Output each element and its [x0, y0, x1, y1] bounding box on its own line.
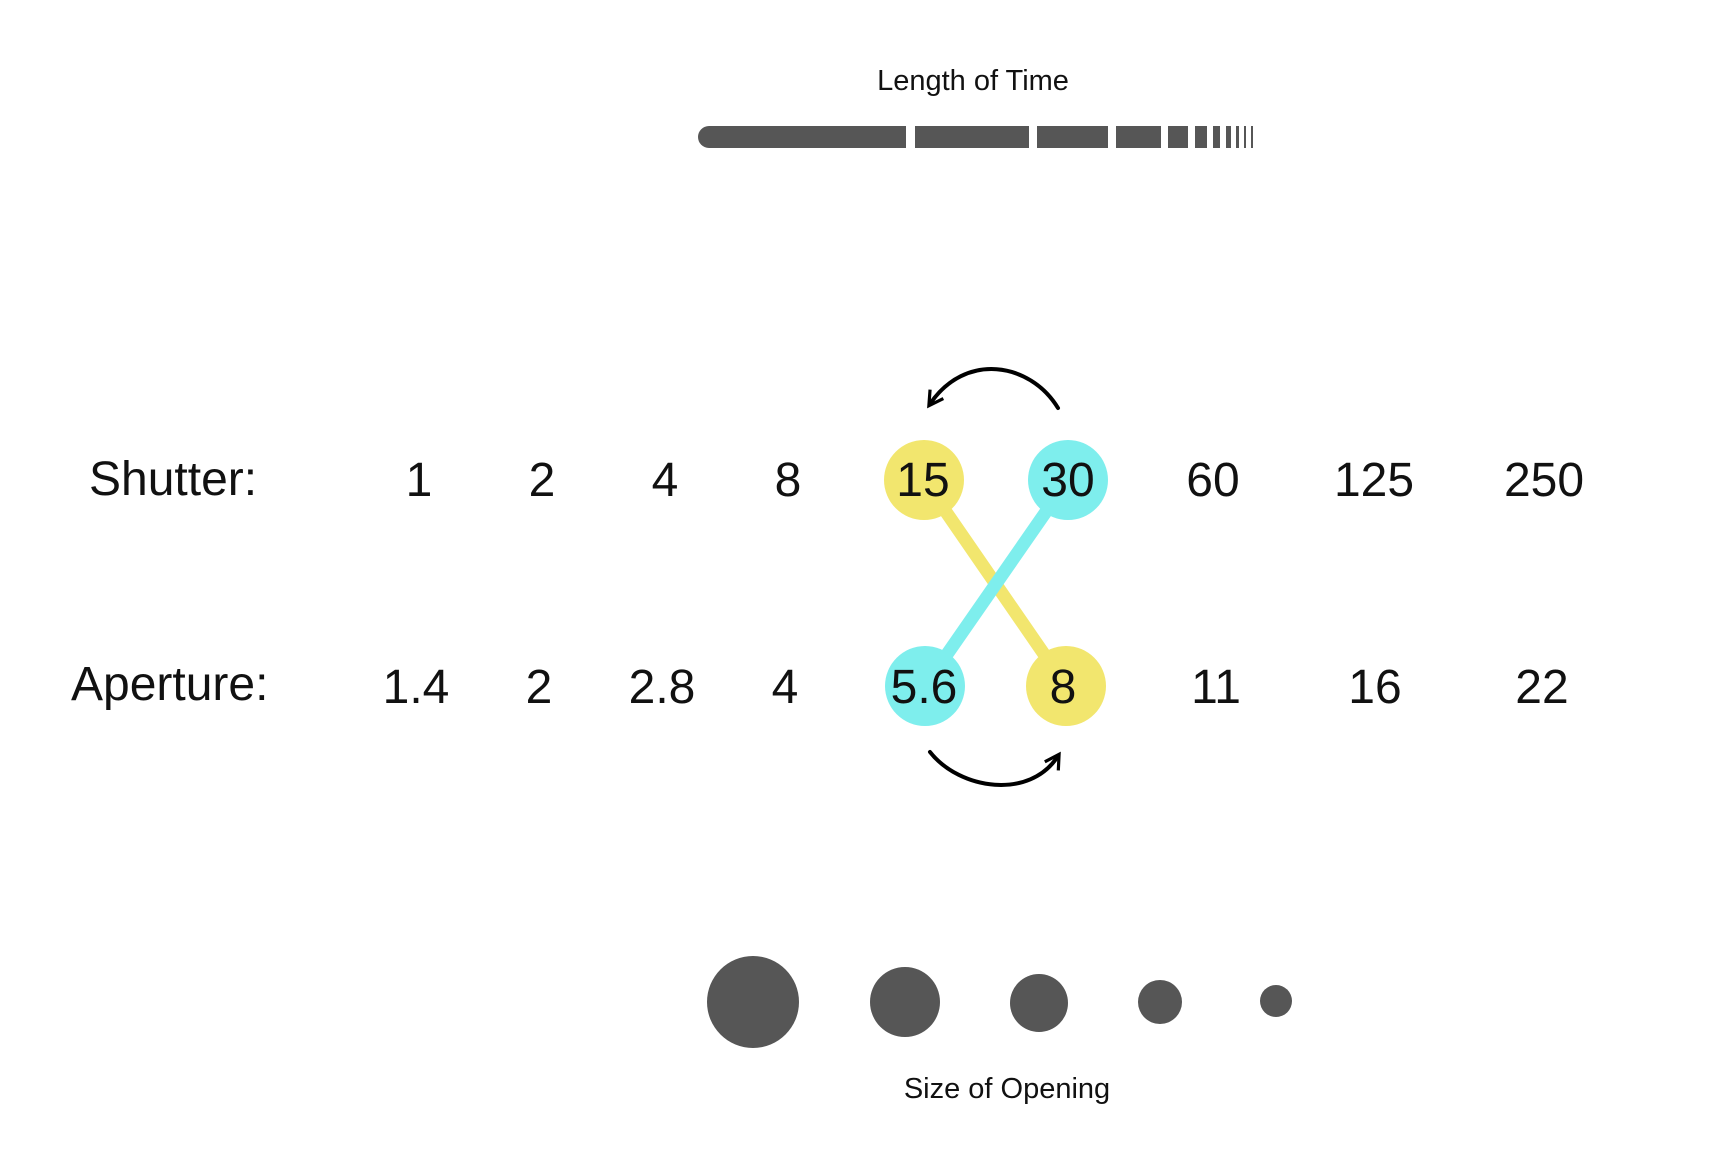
time-bar [698, 126, 1253, 148]
shutter-value: 2 [529, 454, 556, 507]
time-bar-segment [1244, 126, 1246, 148]
aperture-value: 2.8 [629, 661, 696, 714]
aperture-value: 2 [526, 661, 553, 714]
opening-dot [870, 967, 940, 1037]
aperture-value: 4 [772, 661, 799, 714]
time-bar-segment [1168, 126, 1188, 148]
aperture-value: 8 [1050, 661, 1077, 714]
shutter-value: 30 [1041, 454, 1094, 507]
shutter-value: 15 [896, 454, 949, 507]
aperture-highlight-yellow [1026, 646, 1106, 726]
shutter-highlight-cyan [1028, 440, 1108, 520]
shutter-value: 4 [652, 454, 679, 507]
time-bar-segment [1195, 126, 1207, 148]
time-bar-segment [892, 126, 906, 148]
aperture-value: 16 [1348, 661, 1401, 714]
shutter-value: 125 [1334, 454, 1414, 507]
curved-arrow-right-icon [928, 750, 1061, 787]
time-bar-label: Length of Time [877, 65, 1069, 97]
opening-dot [1138, 980, 1182, 1024]
aperture-value: 11 [1191, 661, 1241, 714]
time-bar-segment [915, 126, 1029, 148]
time-bar-segment [1037, 126, 1108, 148]
opening-dot [1010, 974, 1068, 1032]
time-bar-segment [1116, 126, 1161, 148]
shutter-highlight-yellow [884, 440, 964, 520]
time-bar-segment [1213, 126, 1220, 148]
time-bar-segment [1251, 126, 1253, 148]
opening-dots [707, 956, 1292, 1048]
aperture-value: 5.6 [891, 661, 958, 714]
shutter-value: 8 [775, 454, 802, 507]
opening-dot [1260, 985, 1292, 1017]
shutter-label: Shutter: [89, 453, 257, 506]
shutter-value: 250 [1504, 454, 1584, 507]
aperture-value: 1.4 [383, 661, 450, 714]
time-bar-segment [1236, 126, 1239, 148]
opening-dot [707, 956, 799, 1048]
aperture-highlight-cyan [885, 646, 965, 726]
curved-arrow-left-icon [927, 367, 1060, 410]
cyan-connector-line [918, 473, 1075, 693]
time-bar-segment [1226, 126, 1231, 148]
aperture-value: 22 [1515, 661, 1568, 714]
aperture-values: 1.4 2 2.8 4 5.6 8 11 16 22 [383, 661, 1569, 714]
shutter-values: 1 2 4 8 15 30 60 125 250 [406, 454, 1584, 507]
time-bar-segment [698, 126, 906, 148]
shutter-value: 60 [1186, 454, 1239, 507]
shutter-value: 1 [406, 454, 433, 507]
opening-label: Size of Opening [904, 1073, 1110, 1105]
aperture-label: Aperture: [71, 658, 268, 711]
